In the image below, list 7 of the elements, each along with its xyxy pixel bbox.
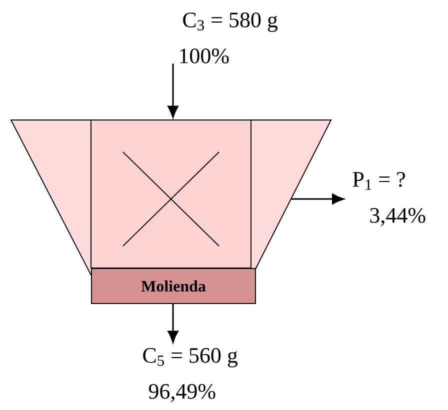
flow-label: C$_{5}$ = 560 g 96,49% (143, 348, 238, 402)
node-label: Molienda (141, 280, 206, 292)
flow-label: P$_{1}$ = ? 3,44% (352, 172, 426, 226)
flow-label: C$_{3}$ = 580 g 100% (180, 12, 278, 64)
arrow (291, 194, 344, 204)
arrow (168, 64, 178, 118)
arrow (168, 303, 178, 343)
